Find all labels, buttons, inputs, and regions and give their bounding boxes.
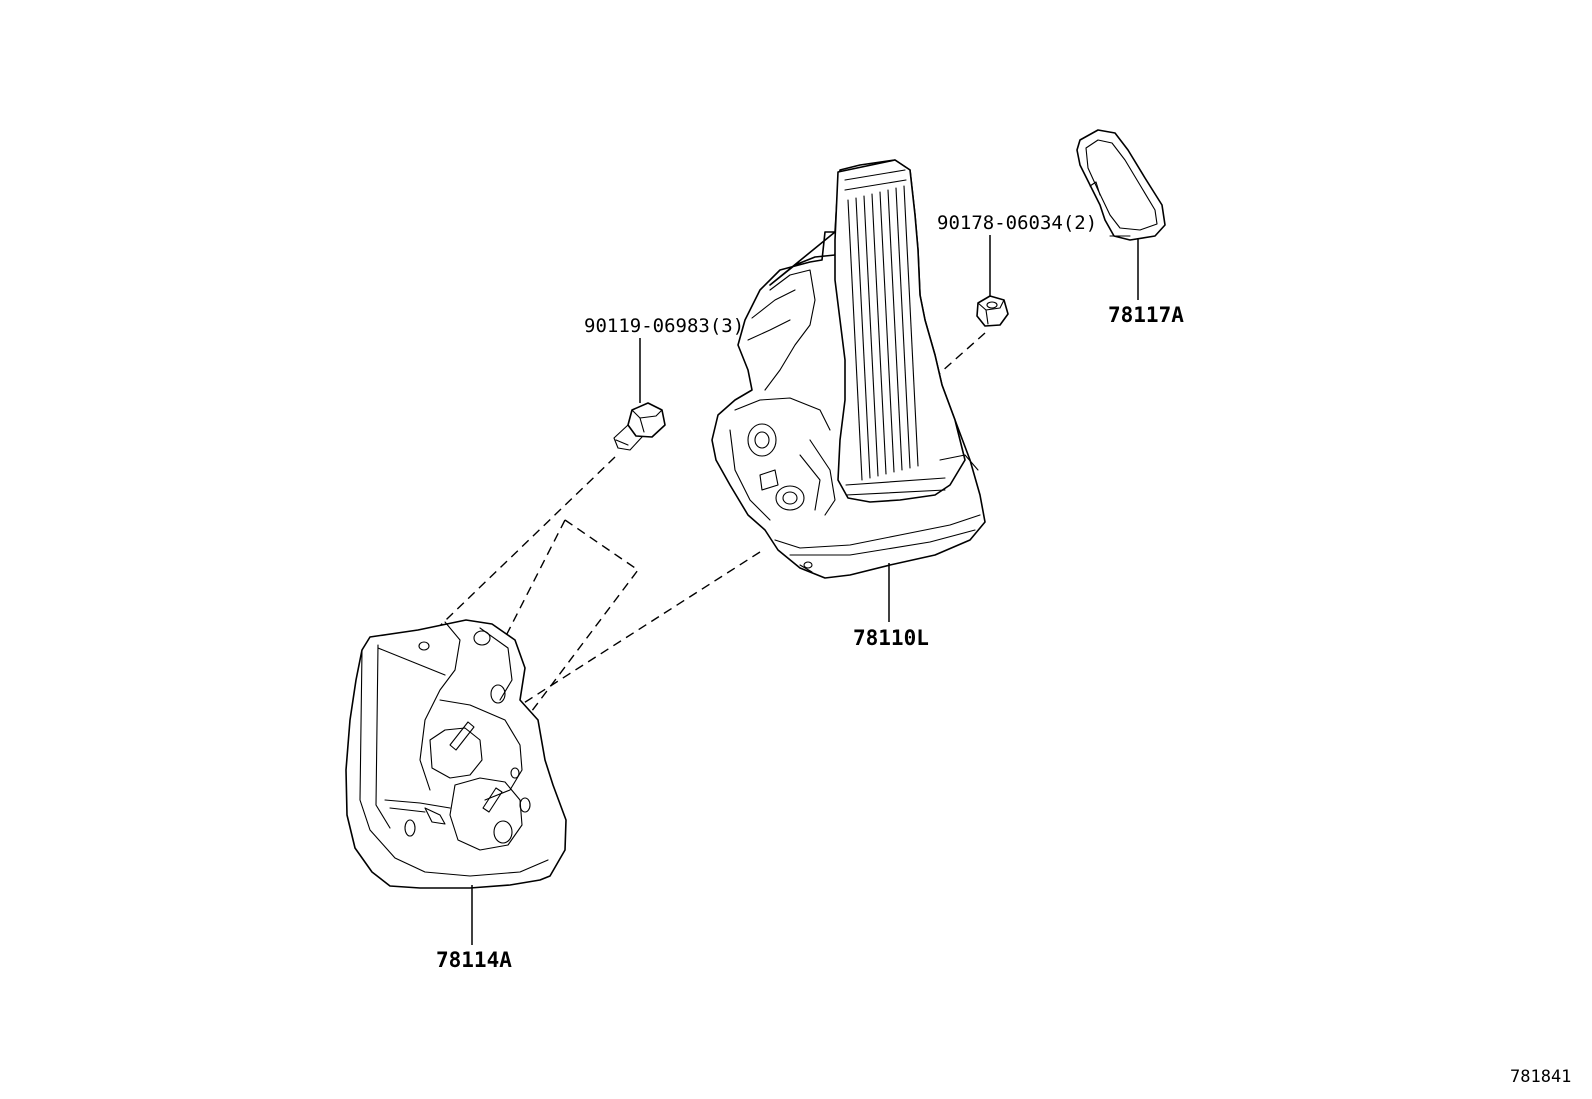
callout-pedal[interactable]: 78110L [853,626,929,650]
callout-nut[interactable]: 90178-06034(2) [937,212,1097,234]
nut-90178[interactable] [976,295,1009,327]
leader-lines [471,235,1139,945]
bolt-90119[interactable] [613,402,666,451]
pedal-assembly-78110l[interactable] [711,159,986,579]
illustration-id: 781841 [1510,1067,1571,1087]
callout-bolt[interactable]: 90119-06983(3) [584,315,744,337]
pad-78117a[interactable] [1076,129,1166,241]
bracket-78114a[interactable] [345,619,567,889]
callout-bracket[interactable]: 78114A [436,948,512,972]
callout-pad[interactable]: 78117A [1108,303,1184,327]
